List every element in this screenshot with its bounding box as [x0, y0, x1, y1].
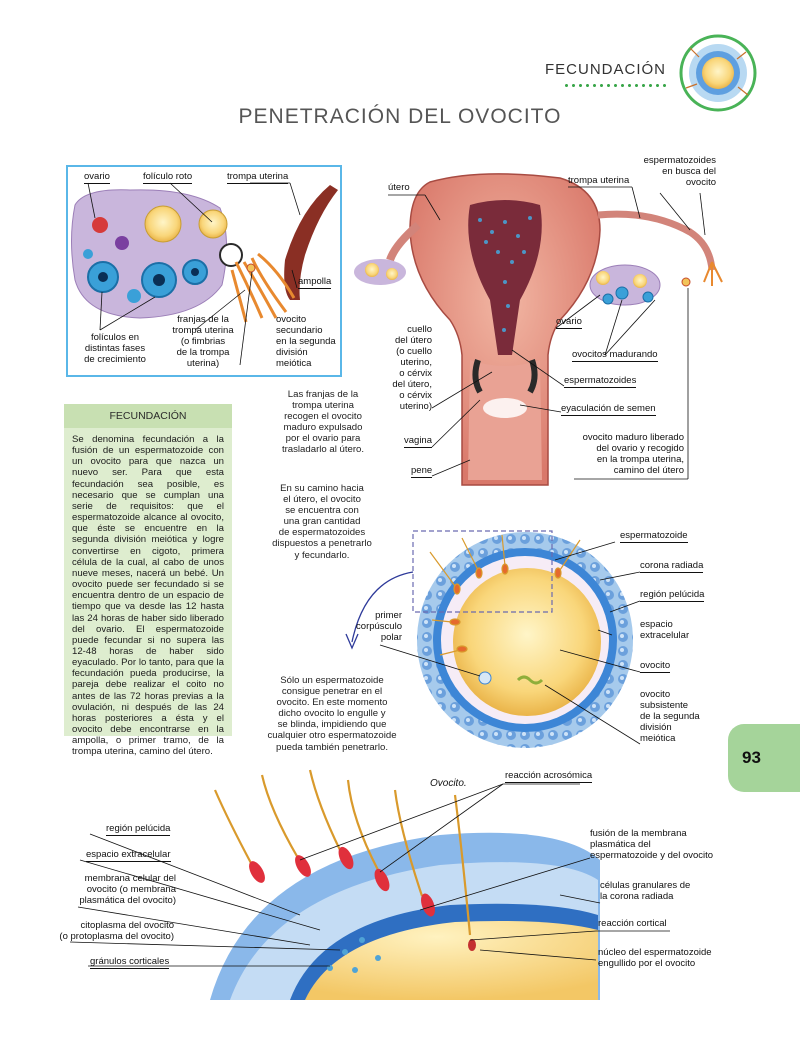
label-region-pelucida: región pelúcida — [640, 589, 705, 602]
label-reaccion-cortical: reacción cortical — [598, 918, 667, 929]
page-number-tab — [728, 724, 800, 792]
label-granulos-corticales: gránulos corticales — [90, 956, 170, 969]
label-espacio-extracelular-2: espacio extracelular — [86, 849, 171, 862]
label-ovocito: ovocito — [640, 660, 671, 673]
detail-illustration — [210, 769, 600, 1000]
note-solo-uno: Sólo un espermatozoide consigue penetrar… — [267, 675, 397, 753]
note-franjas: Las franjas de la trompa uterina recogen… — [281, 389, 365, 456]
fecundacion-box — [64, 404, 232, 736]
page-number: 93 — [742, 748, 761, 767]
label-cuello-utero: cuello del útero (o cuello uterino, o cé… — [392, 324, 432, 412]
fecundacion-box-title: FECUNDACIÓN — [64, 404, 232, 428]
label-primer-corpusculo: primer corpúsculo polar — [356, 610, 402, 643]
note-camino: En su camino hacia el útero, el ovocito … — [272, 483, 372, 561]
label-ovocito-maduro: ovocito maduro liberado del ovario y rec… — [582, 432, 684, 476]
label-ampolla: ampolla — [298, 276, 332, 289]
label-ovocito-secundario: ovocito secundario en la segunda divisió… — [276, 314, 336, 369]
label-espermatozoide: espermatozoide — [620, 530, 688, 543]
section-dots-divider — [563, 84, 667, 87]
leader-lines — [69, 182, 706, 967]
detail-caption: Ovocito. — [430, 778, 467, 789]
label-ovario: ovario — [84, 171, 110, 184]
label-celulas-granulares: células granulares de la corona radiada — [600, 880, 691, 902]
ovary-panel-frame — [66, 165, 342, 377]
ovary-illustration — [71, 185, 338, 323]
label-franjas: franjas de la trompa uterina (o fimbrias… — [172, 314, 234, 369]
oocyte-illustration — [345, 530, 633, 748]
label-trompa-uterina-2: trompa uterina — [568, 175, 630, 186]
label-espacio-extracelular: espacio extracelular — [640, 619, 690, 641]
label-membrana-celular: membrana celular del ovocito (o membrana… — [79, 873, 176, 906]
label-reaccion-acrosomica: reacción acrosómica — [505, 770, 593, 783]
label-foliculo-roto: folículo roto — [143, 171, 193, 184]
fecundacion-box-text: Se denomina fecundación a la fusión de u… — [72, 434, 224, 758]
label-fusion-membrana: fusión de la membrana plasmática del esp… — [590, 828, 714, 861]
label-ovocito-subsistente: ovocito subsistente de la segunda divisi… — [640, 689, 700, 744]
label-ovario-2: ovario — [556, 316, 582, 329]
label-corona-radiada: corona radiada — [640, 560, 704, 573]
label-ovocitos-madurando: ovocitos madurando — [572, 349, 658, 362]
uterus-illustration — [354, 173, 723, 486]
label-utero: útero — [388, 182, 410, 193]
label-vagina: vagina — [404, 435, 432, 448]
header-badge — [679, 34, 757, 112]
page-title: PENETRACIÓN DEL OVOCITO — [238, 105, 562, 128]
label-nucleo-espermatozoide: núcleo del espermatozoide engullido por … — [598, 947, 712, 969]
label-foliculos: folículos en distintas fases de crecimie… — [84, 332, 146, 365]
label-trompa-uterina: trompa uterina — [227, 171, 289, 184]
section-label: FECUNDACIÓN — [544, 61, 666, 78]
label-espermatozoides: espermatozoides — [564, 375, 637, 388]
label-eyaculacion: eyaculación de semen — [561, 403, 656, 416]
label-citoplasma: citoplasma del ovocito (o protoplasma de… — [59, 920, 174, 942]
label-pene: pene — [411, 465, 433, 478]
label-espermatozoides-busca: espermatozoides en busca del ovocito — [643, 155, 716, 188]
label-region-pelucida-2: región pelúcida — [106, 823, 171, 836]
